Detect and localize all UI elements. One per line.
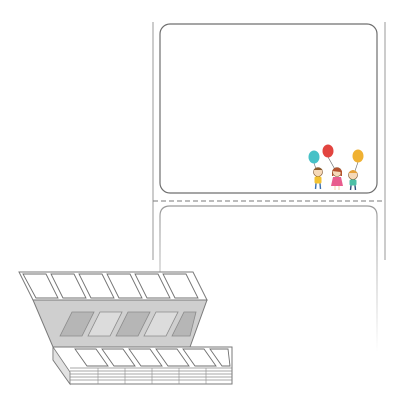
fanfold-top-row xyxy=(18,271,208,301)
fanfold-diagonal-fold xyxy=(32,299,208,348)
kids-with-balloons-icon xyxy=(308,144,364,191)
fanfold-stacked-block xyxy=(52,345,233,386)
label-top xyxy=(159,23,378,194)
fanfold-stack-icon xyxy=(18,271,233,386)
label-bottom xyxy=(159,205,378,352)
